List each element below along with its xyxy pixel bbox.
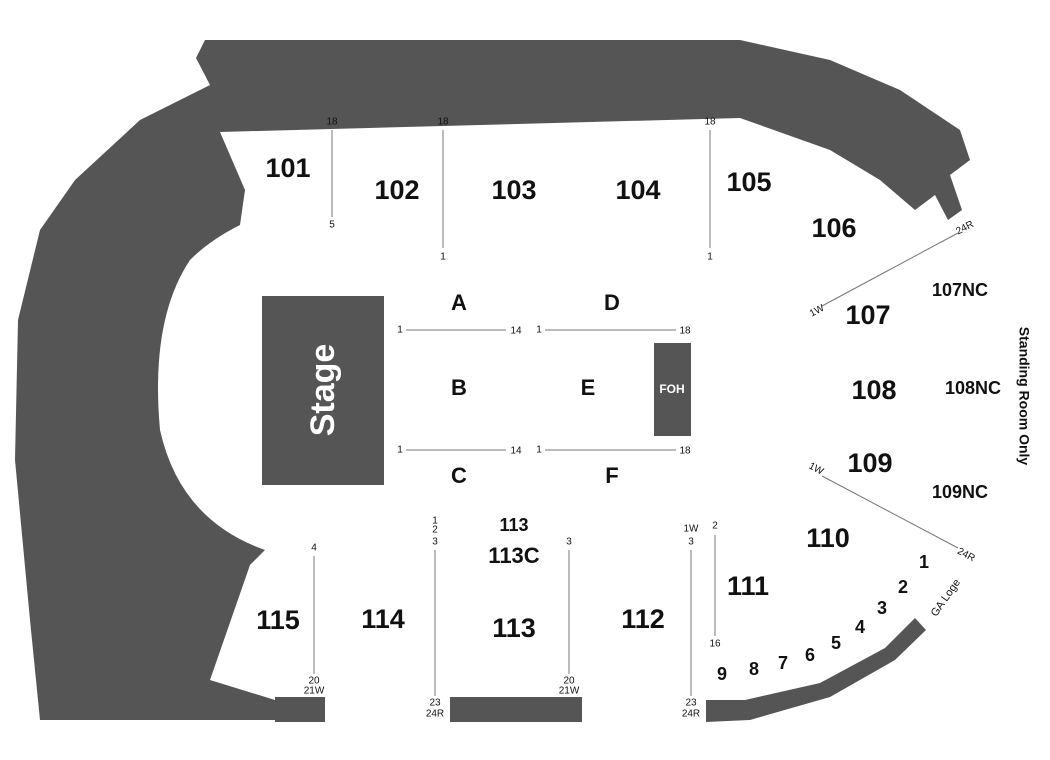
row-label-102-top: 18 [437,117,449,128]
row-label-ab-right: 14 [510,326,522,337]
row-line-106-107 [821,232,959,307]
section-104[interactable]: 104 [615,175,660,205]
concourse-wall-left [15,40,970,720]
loge-box-3[interactable]: 3 [877,598,887,618]
row-label-115-bottom-1: 20 [308,676,320,687]
row-label-114-top-1: 1 [432,516,438,527]
section-103[interactable]: 103 [491,175,536,205]
foh-label: FOH [659,382,684,396]
section-108nc[interactable]: 108NC [945,378,1001,398]
floor-section-e[interactable]: E [581,375,596,400]
row-label-113-top: 3 [566,537,572,548]
wall-block-ga-loge [706,618,926,722]
row-label-113-bottom-2: 21W [559,686,580,697]
loge-box-7[interactable]: 7 [778,653,788,673]
wall-block-115 [275,697,325,722]
row-label-de-right: 18 [679,326,691,337]
foh-booth [654,343,691,436]
row-label-114-bottom-1: 23 [429,698,441,709]
section-110[interactable]: 110 [806,523,850,553]
section-112[interactable]: 112 [621,604,665,634]
loge-box-2[interactable]: 2 [898,577,908,597]
section-101[interactable]: 101 [265,153,310,183]
stage-label: Stage [304,344,342,437]
row-label-114-bottom-2: 24R [426,709,444,720]
loge-box-8[interactable]: 8 [749,659,759,679]
loge-box-4[interactable]: 4 [855,617,865,637]
loge-box-1[interactable]: 1 [919,552,929,572]
loge-box-6[interactable]: 6 [805,645,815,665]
loge-box-9[interactable]: 9 [717,664,727,684]
section-106[interactable]: 106 [811,213,856,243]
row-label-112-top-2: 3 [688,537,694,548]
row-label-111-top: 2 [712,521,718,532]
row-label-ef-right: 18 [679,446,691,457]
row-label-105-top: 18 [704,117,716,128]
section-108[interactable]: 108 [851,375,896,405]
row-label-ef-left: 1 [536,445,542,456]
section-109[interactable]: 109 [847,448,892,478]
section-113-top[interactable]: 113 [499,515,528,535]
section-107nc[interactable]: 107NC [932,280,988,300]
row-label-de-left: 1 [536,325,542,336]
row-label-114-top-2: 2 [432,525,438,536]
row-label-bc-left: 1 [397,445,403,456]
floor-section-c[interactable]: C [451,463,467,488]
row-line-109-110 [821,475,959,549]
floor-section-b[interactable]: B [451,375,467,400]
row-label-115-top: 4 [311,543,317,554]
row-label-114-top-3: 3 [432,537,438,548]
row-label-112-bottom-2: 24R [682,709,700,720]
section-107[interactable]: 107 [845,300,890,330]
row-label-112-bottom-1: 23 [685,698,697,709]
section-113c[interactable]: 113C [488,543,539,568]
row-label-115-bottom-2: 21W [304,686,325,697]
section-115[interactable]: 115 [256,605,300,635]
row-label-106-24r: 24R [954,219,975,237]
stage[interactable] [262,296,384,485]
floor-section-a[interactable]: A [451,290,467,315]
section-105[interactable]: 105 [726,167,771,197]
row-label-105-bottom: 1 [707,252,713,263]
section-111[interactable]: 111 [727,571,769,601]
row-label-111-bottom: 16 [709,639,721,650]
row-label-ab-left: 1 [397,325,403,336]
floor-section-f[interactable]: F [605,463,618,488]
ga-loge-label: GA Loge [929,577,963,619]
standing-room-label: Standing Room Only [1016,327,1032,466]
section-113[interactable]: 113 [492,613,536,643]
row-label-109-1w: 1W [807,461,826,478]
floor-section-d[interactable]: D [604,290,620,315]
row-label-bc-right: 14 [510,446,522,457]
row-label-112-top-1: 1W [684,524,700,535]
row-label-101-bottom: 5 [329,220,335,231]
wall-block-114-113 [450,697,582,722]
row-label-113-bottom-1: 20 [563,676,575,687]
row-label-101-top: 18 [326,117,338,128]
section-114[interactable]: 114 [361,604,405,634]
section-102[interactable]: 102 [374,175,419,205]
row-label-110-24r: 24R [955,546,976,564]
section-109nc[interactable]: 109NC [932,482,988,502]
row-label-102-bottom: 1 [440,252,446,263]
loge-box-5[interactable]: 5 [831,633,841,653]
